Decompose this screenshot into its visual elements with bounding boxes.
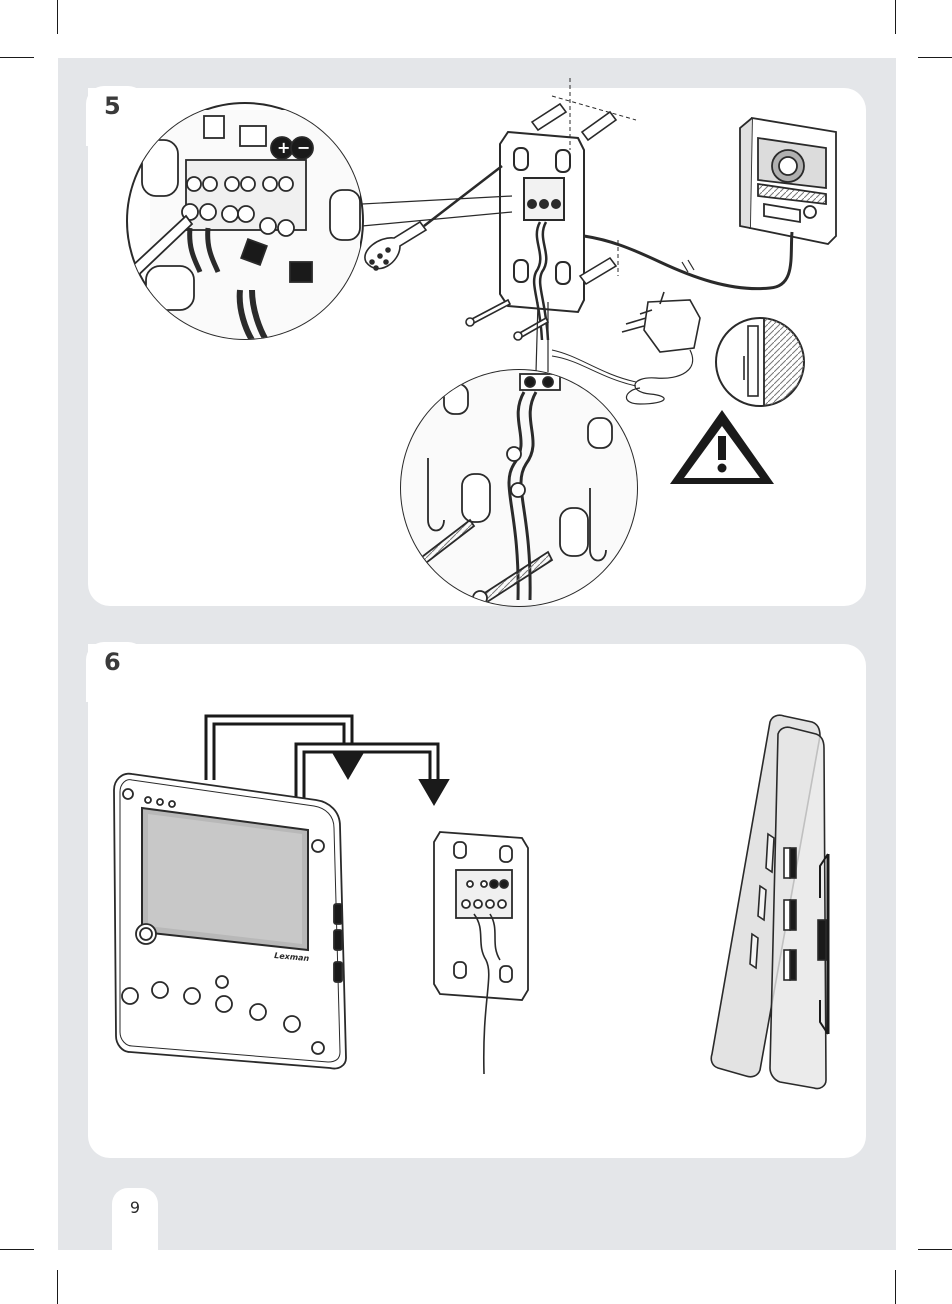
warning-triangle-icon: [670, 410, 774, 484]
screwdriver-icon: [365, 166, 502, 270]
indoor-monitor: [114, 774, 346, 1069]
mounting-plate-step5: [500, 132, 584, 340]
svg-text:−: −: [297, 138, 310, 157]
mounting-plate-step6: [434, 832, 528, 1074]
zoom-cable-routing: [400, 370, 640, 610]
door-station-icon: [740, 118, 836, 244]
zoom-terminal-closeup: + −: [100, 103, 363, 340]
side-view-monitor: [711, 715, 828, 1088]
zoom-wall-section: [716, 310, 814, 420]
svg-text:+: +: [277, 138, 290, 157]
